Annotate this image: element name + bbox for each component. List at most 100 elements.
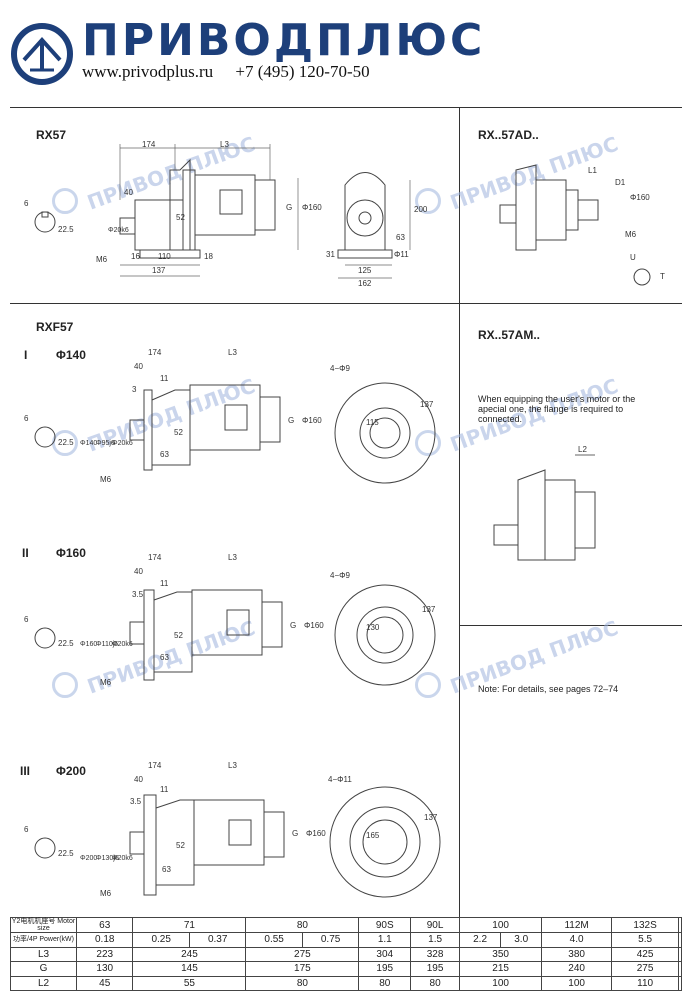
dim-ad-160: Φ160 — [630, 193, 650, 202]
table-cell: 240 — [541, 961, 612, 977]
table-cell: 275 — [610, 961, 680, 977]
v3-200: Φ200 — [80, 855, 97, 862]
v1-174: 174 — [148, 348, 162, 357]
website-link[interactable]: www.privodplus.ru — [82, 62, 214, 81]
frame-divider-right-top — [459, 303, 682, 304]
variant-2-flange: Φ160 — [56, 546, 86, 560]
power-cell: 5.5 — [610, 932, 680, 948]
dim-G: G — [286, 203, 292, 212]
v1-40: 40 — [134, 362, 143, 371]
power-cell: 0.25 — [132, 932, 190, 948]
table-cell: 195 — [358, 961, 412, 977]
power-cell: 1.5 — [410, 932, 460, 948]
v1-3: 3 — [132, 385, 137, 394]
motor-size-cell: 100 — [458, 917, 543, 933]
frame-divider-vertical — [459, 107, 460, 917]
v3-40: 40 — [134, 775, 143, 784]
v3-G: G — [292, 829, 298, 838]
dim-174: 174 — [142, 140, 156, 149]
dim-L3: L3 — [220, 140, 229, 149]
power-cell: 0.18 — [75, 932, 134, 948]
frame-top — [10, 107, 682, 108]
v2-110: Φ110j6 — [96, 641, 118, 648]
dim-ad-T: T — [660, 272, 665, 281]
dim-110: 110 — [158, 252, 171, 261]
rx57ad-drawing: L1 D1 Φ160 M6 U T — [499, 164, 665, 286]
table-cell: 304 — [358, 946, 412, 962]
v2-pm160: Φ160 — [304, 621, 324, 630]
watermark-logo-icon — [415, 430, 441, 456]
table-cell: 275 — [245, 946, 360, 962]
v1-M6: M6 — [100, 475, 112, 484]
v3-holes: 4−Φ11 — [328, 775, 352, 784]
variant-3-roman: III — [20, 764, 31, 778]
power-cell: 0.37 — [188, 932, 247, 948]
v3-174: 174 — [148, 761, 162, 770]
dim-137: 137 — [152, 266, 166, 275]
dim-ad-U: U — [630, 253, 636, 262]
motor-size-cell: 90S — [358, 917, 412, 933]
v2-11: 11 — [160, 579, 169, 588]
empty-cell — [678, 961, 682, 977]
table-cell: 350 — [458, 946, 543, 962]
dim-ad-L1: L1 — [588, 166, 597, 175]
v2-20: Φ20k6 — [112, 641, 133, 648]
dim-ad-D1: D1 — [615, 178, 626, 187]
watermark-logo-icon — [52, 672, 78, 698]
v2-52: 52 — [174, 631, 183, 640]
table-cell: 80 — [358, 975, 412, 991]
v2-G: G — [290, 621, 296, 630]
table-cell: 80 — [410, 975, 460, 991]
power-cell: 4.0 — [541, 932, 612, 948]
dim-40: 40 — [124, 188, 133, 197]
v1-22.5: 22.5 — [58, 438, 74, 447]
rx57am-drawing: L2 — [493, 445, 596, 561]
v3-137: 137 — [424, 813, 438, 822]
v3-52: 52 — [176, 841, 185, 850]
table-row-L3: L3 223 245 275 304 328 350 380 425 — [10, 946, 682, 962]
v1-holes: 4−Φ9 — [330, 364, 351, 373]
table-cell: 100 — [458, 975, 543, 991]
frame-divider-right-mid — [459, 625, 682, 626]
v2-137: 137 — [422, 605, 436, 614]
v3-6: 6 — [24, 825, 29, 834]
v3-11: 11 — [160, 785, 169, 794]
table-cell: 55 — [132, 975, 247, 991]
variant-3-flange: Φ200 — [56, 764, 86, 778]
table-cell: 380 — [541, 946, 612, 962]
table-cell: 245 — [132, 946, 247, 962]
am-note: When equipping the user's motor or the a… — [478, 394, 636, 424]
table-cell: 175 — [245, 961, 360, 977]
phone-number: +7 (495) 120-70-50 — [235, 62, 370, 81]
dim-31: 31 — [326, 250, 335, 259]
v2-63: 63 — [160, 653, 169, 662]
v1-52: 52 — [174, 428, 183, 437]
dim-125: 125 — [358, 266, 372, 275]
table-cell: 145 — [132, 961, 247, 977]
rx57-title: RX57 — [36, 128, 67, 142]
table-row-L2: L2 45 55 80 80 80 100 100 110 — [10, 975, 682, 991]
rx57ad-title: RX..57AD.. — [478, 128, 539, 142]
details-note: Note: For details, see pages 72–74 — [478, 684, 619, 694]
power-cell: 0.55 — [245, 932, 303, 948]
variant-1-roman: I — [24, 348, 28, 362]
dim-M6: M6 — [96, 255, 108, 264]
row-label: G — [10, 961, 77, 977]
v1-11: 11 — [160, 374, 169, 383]
power-cell: 3.0 — [500, 932, 543, 948]
table-cell: 425 — [610, 946, 680, 962]
brand-name: ПРИВОДПЛЮС — [82, 15, 486, 66]
v3-3.5: 3.5 — [130, 797, 142, 806]
table-cell: 223 — [75, 946, 134, 962]
rxf57-title: RXF57 — [36, 320, 74, 334]
watermark-logo-icon — [415, 672, 441, 698]
dim-20k6: Φ20k6 — [108, 227, 129, 234]
v3-M6: M6 — [100, 889, 112, 898]
v1-G: G — [288, 416, 294, 425]
v2-6: 6 — [24, 615, 29, 624]
v1-140: Φ140 — [80, 440, 97, 447]
v3-63: 63 — [162, 865, 171, 874]
rx57am-title: RX..57AM.. — [478, 328, 541, 342]
motor-size-cell: 80 — [245, 917, 360, 933]
v3-L3: L3 — [228, 761, 237, 770]
